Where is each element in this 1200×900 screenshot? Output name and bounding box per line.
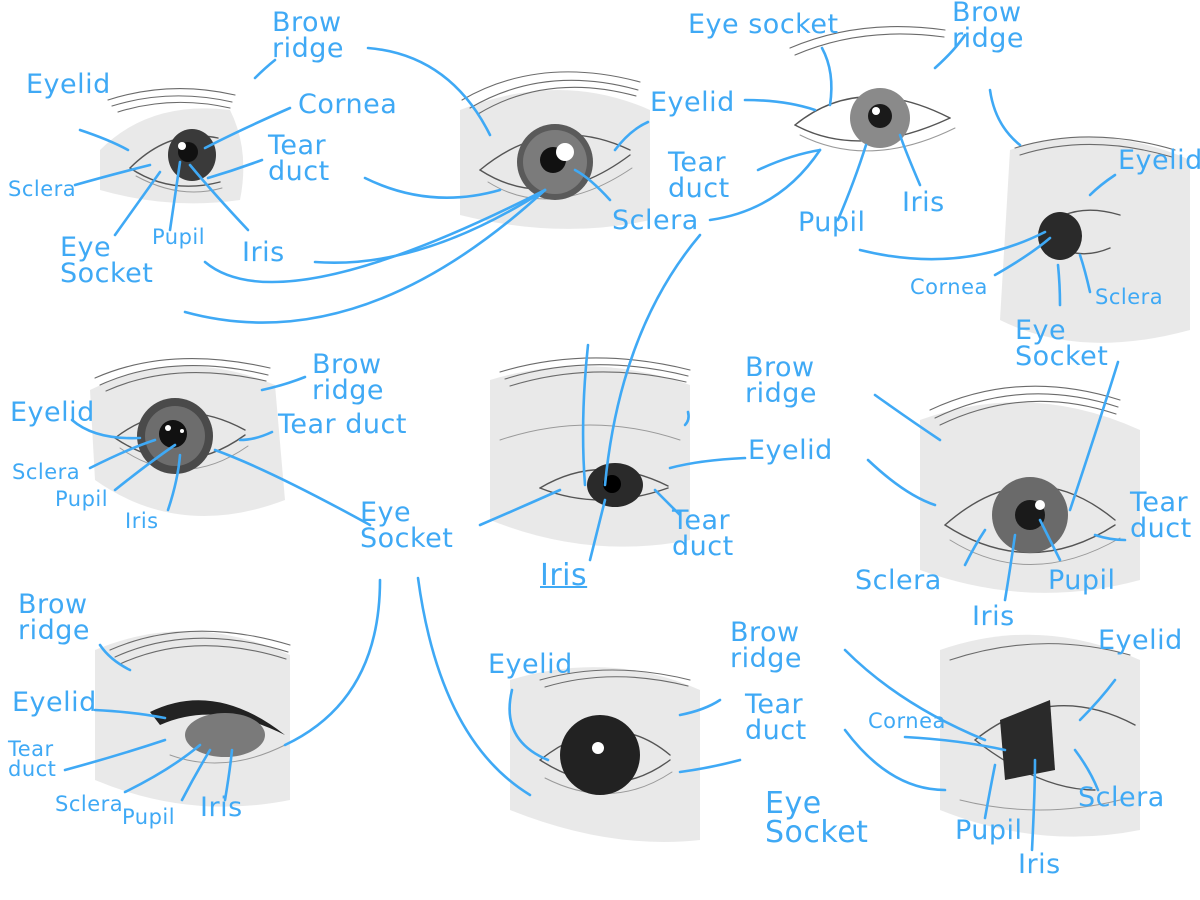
eye-sketch-right-profile [1000, 136, 1190, 343]
eye-sketch-top-right [789, 26, 956, 152]
label-eye-socket-5: Eye Socket [360, 497, 454, 554]
label-pupil-7: Pupil [1048, 565, 1116, 596]
eye-sketch-center [490, 357, 691, 547]
label-pupil-3: Pupil [798, 207, 866, 238]
label-eyelid-8: Eyelid [12, 687, 97, 718]
label-eyelid-4: Eyelid [1118, 145, 1200, 176]
label-tear-duct-1: Tear duct [268, 130, 330, 187]
label-pupil-10: Pupil [955, 815, 1023, 846]
label-iris-5: Iris [125, 509, 159, 533]
label-sclera-4: Sclera [1095, 285, 1164, 309]
label-cornea-1: Cornea [298, 89, 398, 120]
label-tear-duct-6: Tear duct [672, 505, 734, 562]
label-eye-socket-3: Eye socket [688, 9, 839, 40]
label-eyelid-10: Eyelid [1098, 625, 1183, 656]
leader-lines [63, 33, 1127, 852]
label-eye-socket-1: Eye Socket [60, 232, 154, 289]
label-brow-ridge-6: Brow ridge [745, 352, 817, 409]
label-iris-7: Iris [972, 601, 1015, 632]
label-tear-duct-2: Tear duct [668, 147, 730, 204]
label-brow-ridge-10: Brow ridge [730, 617, 802, 674]
label-iris-6: Iris [540, 558, 588, 593]
label-sclera-2: Sclera [612, 205, 699, 236]
label-iris-3: Iris [902, 187, 945, 218]
eye-sketch-bottom-center [510, 667, 700, 842]
label-pupil-5: Pupil [55, 487, 109, 511]
label-iris-8: Iris [200, 792, 243, 823]
label-eyelid-9: Eyelid [488, 649, 573, 680]
eye-sketch-middle-right [920, 385, 1140, 593]
label-tear-duct-7: Tear duct [1130, 487, 1192, 544]
label-tear-duct-5: Tear duct [278, 409, 407, 440]
label-brow-ridge-5: Brow ridge [312, 349, 384, 406]
label-cornea-4: Cornea [910, 275, 988, 299]
eye-sketch-top-center [460, 71, 650, 229]
label-brow-ridge-1: Brow ridge [272, 7, 344, 64]
label-sclera-10: Sclera [1078, 782, 1165, 813]
eye-sketch-middle-left [90, 358, 285, 516]
label-pupil-1: Pupil [152, 225, 206, 249]
label-eyelid-6: Eyelid [748, 435, 833, 466]
label-cornea-10: Cornea [868, 709, 946, 733]
label-sclera-8: Sclera [55, 792, 124, 816]
label-pupil-8: Pupil [122, 805, 176, 829]
label-eyelid-2: Eyelid [650, 87, 735, 118]
label-brow-ridge-3: Brow ridge [952, 0, 1024, 54]
label-sclera-5: Sclera [12, 460, 81, 484]
label-sclera-7: Sclera [855, 565, 942, 596]
label-iris-10: Iris [1018, 849, 1061, 880]
label-eye-socket-10: Eye Socket [765, 786, 869, 850]
label-sclera-1: Sclera [8, 177, 77, 201]
label-tear-duct-10: Tear duct [745, 689, 807, 746]
label-iris-1: Iris [242, 237, 285, 268]
eye-sketch-bottom-left [95, 630, 291, 807]
label-eyelid-5: Eyelid [10, 397, 95, 428]
label-eye-socket-4: Eye Socket [1015, 315, 1109, 372]
label-brow-ridge-8: Brow ridge [18, 589, 90, 646]
label-tear-duct-8: Tear duct [8, 737, 57, 781]
label-eyelid-1: Eyelid [26, 69, 111, 100]
